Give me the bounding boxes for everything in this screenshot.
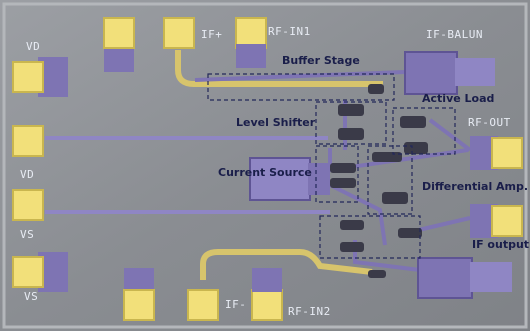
- rf-in2-label: RF-IN2: [288, 305, 331, 318]
- rf-in1-label: RF-IN1: [268, 25, 311, 38]
- if-plus-track: [175, 50, 383, 92]
- active-load-annotation: Active Load: [422, 92, 495, 105]
- vs-label: VS: [20, 228, 35, 241]
- differential-amp-annotation: Differential Amp.: [422, 180, 529, 193]
- rf-in1-track: [194, 70, 406, 82]
- current-source-block: [249, 157, 330, 201]
- vd-top-label: VD: [26, 40, 41, 53]
- bottom-pads: [123, 268, 283, 321]
- bias-lines: [45, 136, 330, 214]
- rf-out-label: RF-OUT: [468, 116, 511, 129]
- if-plus-label: IF+: [201, 28, 223, 41]
- left-pads: [12, 57, 68, 292]
- annotation-boxes: [207, 73, 456, 259]
- transistors: [330, 84, 428, 278]
- balun-blocks: [404, 51, 512, 299]
- top-pads: [103, 17, 267, 72]
- current-source-annotation: Current Source: [218, 166, 312, 179]
- buffer-stage-annotation: Buffer Stage: [282, 54, 360, 67]
- vd-label: VD: [20, 168, 35, 181]
- level-shifter-annotation: Level Shifter: [236, 116, 316, 129]
- if-balun-label: IF-BALUN: [426, 28, 483, 41]
- if-minus-label: IF-: [225, 298, 247, 311]
- right-pads: [470, 136, 523, 238]
- vs-bottom-label: VS: [24, 290, 39, 303]
- if-minus-track: [200, 249, 373, 280]
- if-output-annotation: IF output: [472, 238, 530, 251]
